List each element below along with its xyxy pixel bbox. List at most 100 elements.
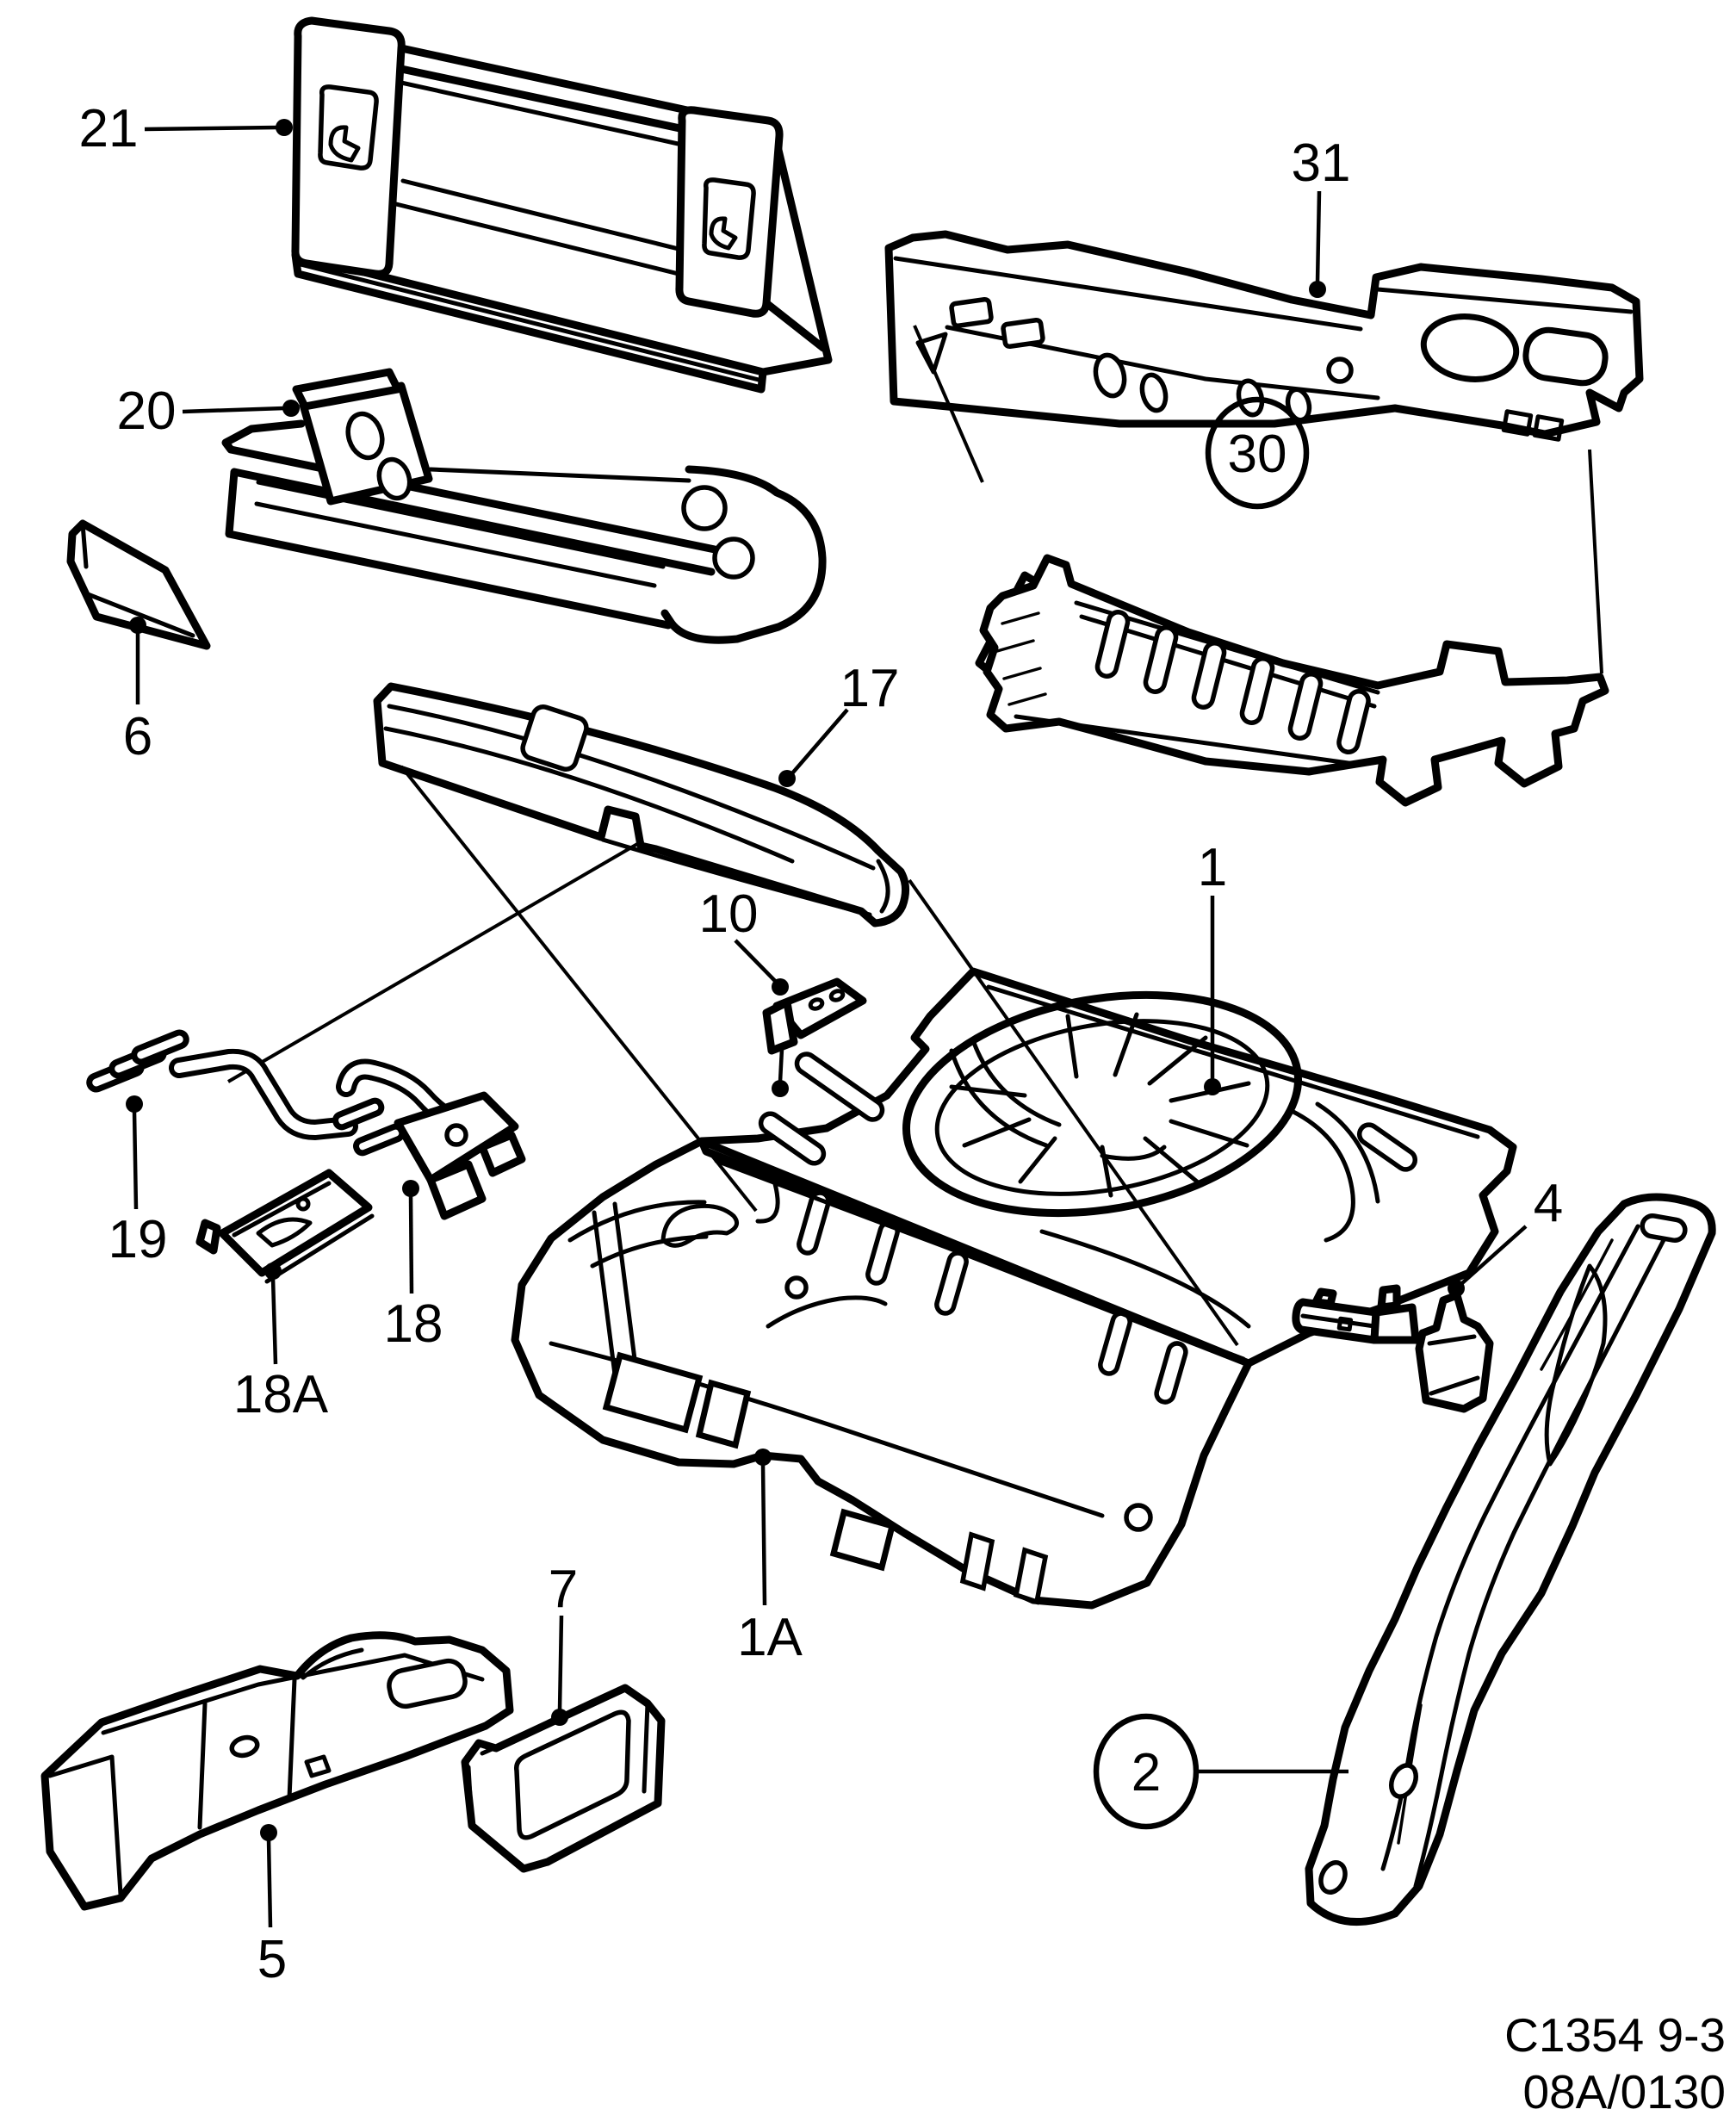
part-20-hole-2	[712, 537, 755, 580]
callout-30-circled: 30	[1205, 396, 1310, 510]
part-2-hole-2	[1318, 1860, 1348, 1895]
callout-1a-dot	[754, 1449, 772, 1466]
part-21-right-slope	[759, 142, 833, 376]
callout-7-dot	[551, 1709, 568, 1726]
projection-line-17-center	[400, 765, 758, 1213]
callout-2-circle	[1093, 1713, 1200, 1830]
callout-20-leader	[182, 406, 285, 414]
callout-18a-leader	[270, 1277, 278, 1365]
part-10-bracket	[762, 977, 867, 1055]
part-18-tab-lower	[426, 1160, 487, 1220]
callout-4-leader	[1460, 1225, 1528, 1285]
part-18a-hole	[295, 1196, 311, 1212]
part-21-right-cap-cutout	[702, 177, 756, 260]
part-31-left-triangle-hole	[915, 332, 948, 375]
callout-18: 18	[384, 1180, 443, 1354]
part-1a-finger-5	[1154, 1341, 1188, 1405]
callout-31-label: 31	[1292, 133, 1351, 193]
part-1a-bean-rib	[660, 1203, 740, 1248]
part-31-upper-rear-panel	[884, 230, 1644, 442]
part-1-slot-left-1	[794, 1052, 885, 1122]
part-18-tab-side	[478, 1131, 526, 1177]
callout-1a-leader	[760, 1463, 767, 1606]
callout-21-dot	[276, 119, 293, 136]
projection-line-17-left	[226, 839, 645, 1083]
callout-1a: 1A	[737, 1449, 803, 1667]
projection-line-31-30-right	[1588, 449, 1603, 674]
callout-31-leader	[1315, 190, 1322, 283]
part-20-left-tab	[292, 368, 402, 411]
callout-30-circle	[1205, 396, 1310, 510]
part-1-slot-right	[1356, 1122, 1418, 1172]
part-30-slot-6	[1336, 688, 1371, 755]
part-18a-inner-lines	[232, 1181, 375, 1284]
part-4-bracket	[1292, 1284, 1494, 1413]
callout-18a-dot	[264, 1263, 282, 1280]
part-5-wheelhouse-member	[40, 1631, 514, 1911]
part-1a-keyhole	[1124, 1503, 1153, 1532]
part-6-fold-line	[80, 521, 195, 638]
part-31-hole-5	[1326, 357, 1354, 384]
callout-18-dot	[402, 1180, 419, 1197]
callout-2-circled: 2	[1093, 1713, 1348, 1830]
part-30-left-hatch	[995, 611, 1047, 706]
part-30-slot-1	[1094, 610, 1131, 679]
part-31-hole-4	[1285, 387, 1312, 423]
part-19-end-tab-1	[332, 1097, 385, 1131]
part-30-slot-4	[1239, 656, 1275, 725]
part-31-hole-large	[1420, 313, 1520, 382]
part-5-fold-lines	[47, 1647, 485, 1897]
part-19-strap-inner	[174, 1053, 353, 1135]
callout-17: 17	[778, 659, 899, 787]
part-5-oval-hole	[229, 1734, 260, 1759]
part-17-sill-strip	[373, 682, 909, 928]
callout-4-dot	[1448, 1280, 1465, 1297]
part-20-crossmember	[221, 368, 827, 644]
callout-10-pointer	[778, 1048, 784, 1083]
part-21-interior-lines	[294, 80, 765, 383]
callout-19-dot	[126, 1095, 143, 1113]
part-18a-outline	[218, 1169, 373, 1277]
part-5-diamond-hole	[304, 1754, 332, 1778]
part-4-rod-hole	[1336, 1316, 1354, 1332]
part-6-closing-plate	[66, 519, 211, 650]
part-1a-outline	[511, 1137, 1253, 1610]
callout-31: 31	[1292, 133, 1351, 298]
callout-7-leader	[557, 1615, 564, 1711]
part-2-inner-blade	[1544, 1263, 1608, 1467]
part-1-right-flange-curves	[1289, 1101, 1380, 1243]
part-1a-finger-2	[865, 1220, 900, 1286]
part-30-slot-5	[1287, 672, 1324, 741]
callout-20: 20	[117, 382, 300, 441]
part-1a-small-hole	[784, 1275, 809, 1300]
callout-20-dot	[282, 400, 300, 417]
callout-31-dot	[1309, 281, 1326, 298]
callout-20-label: 20	[117, 382, 177, 441]
callouts: 21 20 6 31 30 17	[79, 99, 1564, 1989]
part-17-cutout	[520, 704, 589, 772]
part-1a-cutout-3	[829, 1508, 896, 1572]
callout-30-label: 30	[1228, 425, 1287, 484]
callout-18-leader	[408, 1194, 414, 1294]
part-20-hole-1	[681, 485, 728, 531]
callout-18-label: 18	[384, 1294, 443, 1354]
callout-5-leader	[266, 1839, 273, 1928]
part-2-inner-line-2	[1413, 1234, 1668, 1889]
callout-21-leader	[144, 125, 278, 132]
callout-7-label: 7	[549, 1560, 578, 1619]
part-4-body-folds	[1427, 1334, 1480, 1396]
part-19-end-tab-2	[353, 1123, 406, 1157]
callout-10-dot	[772, 978, 789, 996]
callout-21-label: 21	[79, 99, 139, 158]
diagram-code-line2: 08A/0130	[1523, 2065, 1727, 2119]
part-2-inner-line-1	[1380, 1224, 1640, 1871]
part-20-channel	[221, 419, 719, 630]
part-31-tab-1	[1501, 409, 1534, 437]
callout-1: 1	[1198, 838, 1227, 1095]
callout-19-label: 19	[108, 1210, 168, 1269]
part-2-cap-slot	[1640, 1213, 1688, 1244]
part-31-hole-1	[1093, 352, 1127, 399]
diagram-code: C1354 9-3 08A/0130	[1504, 2008, 1726, 2119]
part-31-tab-2	[1532, 414, 1565, 442]
